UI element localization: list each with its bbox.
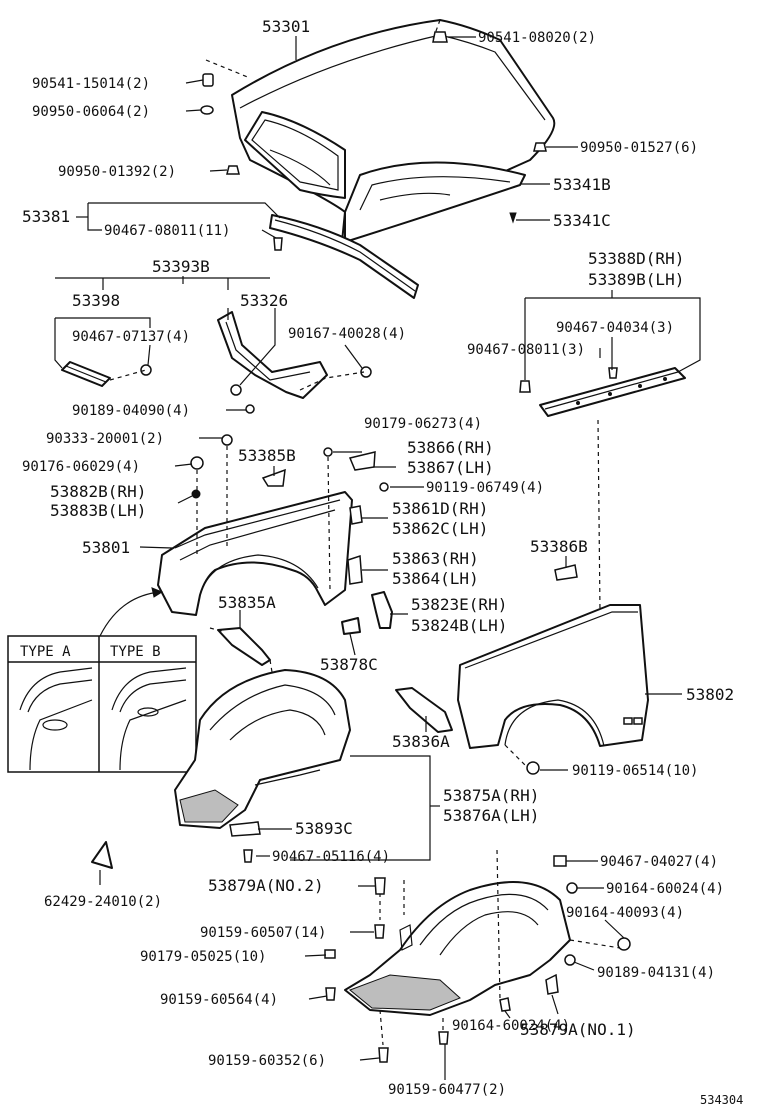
label-53341B: 53341B <box>553 175 611 194</box>
label-90164-40093: 90164-40093(4) <box>566 905 684 921</box>
label-53878C: 53878C <box>320 655 378 674</box>
clip-icon <box>519 367 618 393</box>
label-53393B: 53393B <box>152 257 210 276</box>
clip-icon <box>374 877 631 1012</box>
label-53876A: 53876A(LH) <box>443 806 539 825</box>
label-type-b: TYPE B <box>110 644 161 660</box>
label-53836A: 53836A <box>392 732 450 751</box>
label-90189-04131: 90189-04131(4) <box>597 965 715 981</box>
label-90159-60564: 90159-60564(4) <box>160 992 278 1008</box>
label-90164-60024-b: 90164-60024(4) <box>452 1018 570 1034</box>
label-53862C: 53862C(LH) <box>392 519 488 538</box>
hood-lock-bracket <box>217 311 328 399</box>
label-53388D: 53388D(RH) <box>588 249 684 268</box>
fender-seal-strip <box>539 367 686 417</box>
fender-liner-rear <box>344 881 571 1016</box>
label-53389B: 53389B(LH) <box>588 270 684 289</box>
front-fender-right <box>457 604 649 749</box>
label-90467-08011-3: 90467-08011(3) <box>467 342 585 358</box>
screw-icon <box>509 212 517 224</box>
label-53864: 53864(LH) <box>392 569 479 588</box>
label-90159-60477: 90159-60477(2) <box>388 1082 506 1098</box>
hood-panel <box>231 19 556 243</box>
label-90950-01392: 90950-01392(2) <box>58 164 176 180</box>
label-53824B: 53824B(LH) <box>411 616 507 635</box>
leader-lines <box>54 36 701 1080</box>
label-53861D: 53861D(RH) <box>392 499 488 518</box>
label-53883B: 53883B(LH) <box>50 501 146 520</box>
screw-icon <box>243 849 253 863</box>
hood-support-rod <box>61 361 111 387</box>
label-53802: 53802 <box>686 685 734 704</box>
label-53823E: 53823E(RH) <box>411 595 507 614</box>
label-type-a: TYPE A <box>20 644 71 660</box>
label-53879A-no2: 53879A(NO.2) <box>208 876 324 895</box>
label-53801: 53801 <box>82 538 130 557</box>
label-53381: 53381 <box>22 207 70 226</box>
hood-bumper-icon <box>226 31 547 175</box>
hood-seal-strip <box>269 214 419 299</box>
label-90950-06064: 90950-06064(2) <box>32 104 150 120</box>
hood-stopper-icon <box>202 73 214 87</box>
label-53301: 53301 <box>262 17 310 36</box>
label-53398: 53398 <box>72 291 120 310</box>
label-53882B: 53882B(RH) <box>50 482 146 501</box>
label-90179-06273: 90179-06273(4) <box>364 416 482 432</box>
label-90159-60507: 90159-60507(14) <box>200 925 326 941</box>
label-90541-08020: 90541-08020(2) <box>478 30 596 46</box>
clip-icon <box>140 364 372 414</box>
label-53326: 53326 <box>240 291 288 310</box>
label-90467-08011-11: 90467-08011(11) <box>104 223 230 239</box>
label-53893C: 53893C <box>295 819 353 838</box>
bolt-icon <box>526 761 540 775</box>
label-90467-07137: 90467-07137(4) <box>72 329 190 345</box>
label-90950-01527: 90950-01527(6) <box>580 140 698 156</box>
label-53835A: 53835A <box>218 593 276 612</box>
fender-liner-front <box>174 669 351 829</box>
label-53875A: 53875A(RH) <box>443 786 539 805</box>
figure-id: 534304 <box>700 1093 743 1107</box>
label-53341C: 53341C <box>553 211 611 230</box>
label-90119-06514: 90119-06514(10) <box>572 763 698 779</box>
label-90179-05025: 90179-05025(10) <box>140 949 266 965</box>
label-90119-06749: 90119-06749(4) <box>426 480 544 496</box>
mudguard-reflector <box>91 841 113 869</box>
label-90164-60024-a: 90164-60024(4) <box>606 881 724 897</box>
label-53867: 53867(LH) <box>407 458 494 477</box>
label-90541-15014: 90541-15014(2) <box>32 76 150 92</box>
hood-cushion-icon <box>200 105 214 115</box>
nut-icon <box>324 949 336 959</box>
label-53879A-no1: 53879A(NO.1) <box>520 1020 636 1039</box>
label-90333-20001: 90333-20001(2) <box>46 431 164 447</box>
label-90467-04034: 90467-04034(3) <box>556 320 674 336</box>
label-90159-60352: 90159-60352(6) <box>208 1053 326 1069</box>
label-90176-06029: 90176-06029(4) <box>22 459 140 475</box>
label-53385B: 53385B <box>238 446 296 465</box>
label-62429-24010: 62429-24010(2) <box>44 894 162 910</box>
label-53863: 53863(RH) <box>392 549 479 568</box>
label-90467-05116: 90467-05116(4) <box>272 849 390 865</box>
clip-icon <box>190 434 389 499</box>
front-fender-left <box>157 491 353 616</box>
label-90189-04090: 90189-04090(4) <box>72 403 190 419</box>
label-90467-04027: 90467-04027(4) <box>600 854 718 870</box>
label-53386B: 53386B <box>530 537 588 556</box>
clip-icon <box>273 237 283 251</box>
type-callout-box <box>7 635 197 773</box>
nut-icon <box>553 855 567 867</box>
label-90167-40028: 90167-40028(4) <box>288 326 406 342</box>
fender-bracket <box>229 821 261 837</box>
label-53866: 53866(RH) <box>407 438 494 457</box>
